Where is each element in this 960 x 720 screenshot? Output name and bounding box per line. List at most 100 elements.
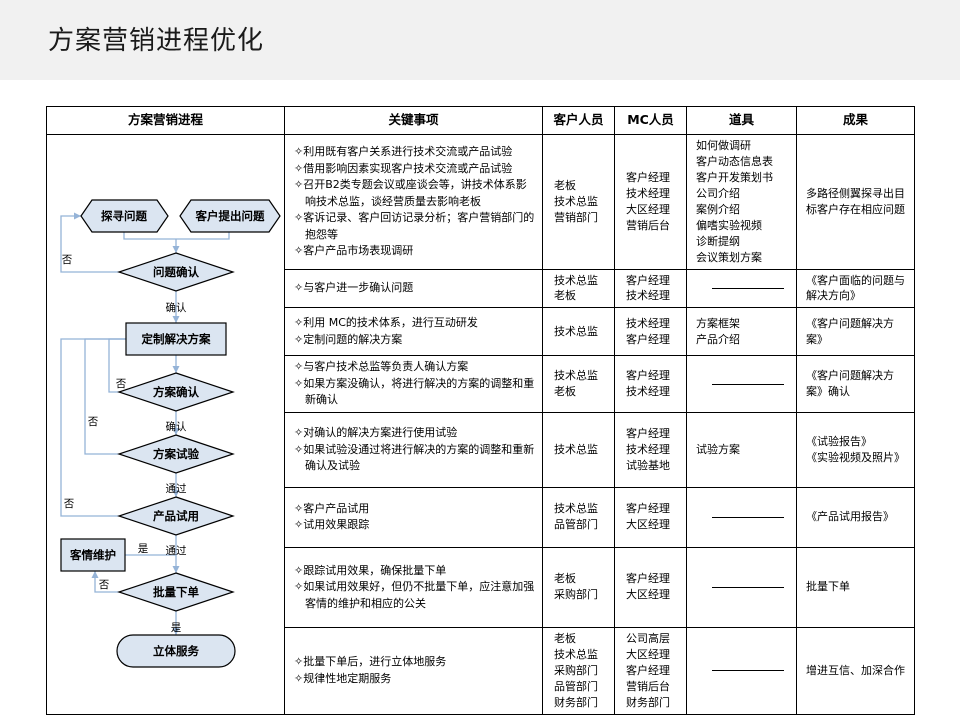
text-line: 《实验视频及照片》 [806,450,905,464]
text-line: 客户经理 [626,426,670,440]
cell-result: 《客户问题解决方案》确认 [796,355,915,413]
bullet-item: ✧跟踪试用效果，确保批量下单 [294,563,447,577]
cell-mc: 客户经理技术经理试验基地 [614,411,687,488]
text-line: 增进互信、加深合作 [806,663,905,677]
cell-result: 《客户问题解决方案》 [796,307,915,357]
flow-node-confirmp-label: 方案确认 [153,385,199,399]
table-row: 探寻问题 客户提出问题 问题确认 定制解决方案 方案确认 方案试验 产品试用 客… [46,134,915,715]
flow-node-custom-label: 定制解决方案 [142,332,211,346]
flowchart-svg: 探寻问题 客户提出问题 问题确认 定制解决方案 方案确认 方案试验 产品试用 客… [60,199,281,668]
text-line: 品管部门 [554,518,598,532]
cell-cust: 技术总监 [542,411,615,488]
cell-result: 《客户面临的问题与解决方向》 [796,268,915,309]
text-line: 技术总监 [554,273,598,287]
text-line: 方案框架 [696,316,740,330]
flow-node-service-label: 立体服务 [153,644,199,658]
text-line: 产品介绍 [696,332,740,346]
text-line: 客户开发策划书 [696,170,773,184]
cell-key: ✧批量下单后，进行立体地服务✧规律性地定期服务 [284,626,543,715]
text-line: 公司介绍 [696,186,740,200]
cell-cust: 老板技术总监采购部门品管部门财务部门 [542,626,615,715]
cell-mc: 技术经理客户经理 [614,307,687,357]
cell-result: 增进互信、加深合作 [796,626,915,715]
cell-key: ✧利用 MC的技术体系，进行互动研发✧定制问题的解决方案 [284,307,543,357]
text-line: 技术经理 [626,186,670,200]
flow-node-explore-label: 探寻问题 [101,209,147,223]
bullet-item: ✧如果方案没确认，将进行解决的方案的调整和重新确认 [294,376,535,407]
text-line: 试验基地 [626,458,670,472]
cell-tools [686,626,797,715]
bullet-item: ✧规律性地定期服务 [294,671,392,685]
table-row: ✧对确认的解决方案进行使用试验 ✧如果试验没通过将进行解决的方案的调整和重新确认及… [47,411,915,488]
text-line: 大区经理 [626,647,670,661]
text-line: 技术总监 [554,194,598,208]
table-row: ✧客户产品试用✧试用效果跟踪技术总监品管部门客户经理大区经理《产品试用报告》 [47,486,915,548]
text-line: 老板 [554,289,576,303]
text-line: 技术总监 [554,442,598,456]
empty-dash [711,586,784,588]
text-line: 案例介绍 [696,202,740,216]
flow-edge-label-yes3: 通过 [166,482,187,495]
cell-tools [686,268,797,309]
cell-tools [686,546,797,628]
cell-key: ✧对确认的解决方案进行使用试验 ✧如果试验没通过将进行解决的方案的调整和重新确认及… [284,411,543,488]
text-line: 技术总监 [554,324,598,338]
bullet-item: ✧客诉记录、客户回访记录分析；客户营销部门的抱怨等 [294,211,535,241]
text-line: 财务部门 [554,695,598,709]
cell-tools: 方案框架产品介绍 [686,307,797,357]
cell-tools [686,355,797,413]
flow-node-bulk-label: 批量下单 [153,585,199,599]
header-key: 关键事项 [284,106,543,135]
text-line: 《客户问题解决方案》确认 [806,369,894,399]
flow-edge-label-no1: 否 [62,254,73,266]
text-line: 采购部门 [554,588,598,602]
text-line: 客户经理 [626,572,670,586]
text-line: 技术经理 [626,442,670,456]
text-line: 大区经理 [626,518,670,532]
text-line: 老板 [554,631,576,645]
bullet-item: ✧利用既有客户关系进行技术交流或产品试验 [294,145,513,158]
text-line: 营销部门 [554,210,598,224]
cell-tools: 如何做调研客户动态信息表客户开发策划书公司介绍案例介绍偏嗜实验视频诊断提纲会议策… [686,134,797,270]
bullet-item: ✧利用 MC的技术体系，进行互动研发 [294,316,478,330]
process-table: 方案营销进程 关键事项 客户人员 MC人员 道具 成果 [46,106,915,715]
flow-edge-label-no2: 否 [116,378,127,390]
flow-node-confirmq-label: 问题确认 [153,265,199,279]
flow-node-maintain-label: 客情维护 [69,548,116,562]
text-line: 品管部门 [554,679,598,693]
text-line: 《试验报告》 [806,434,872,448]
cell-result: 《产品试用报告》 [796,486,915,548]
text-line: 客户经理 [626,170,670,184]
cell-key: ✧跟踪试用效果，确保批量下单✧如果试用效果好，但仍不批量下单，应注意加强客情的维… [284,546,543,628]
text-line: 《客户问题解决方案》 [806,316,894,346]
bullet-item: ✧客户产品试用 [294,501,370,515]
cell-key: ✧客户产品试用✧试用效果跟踪 [284,486,543,548]
cell-mc: 客户经理技术经理 [614,268,687,309]
empty-dash [711,383,784,385]
text-line: 老板 [554,178,576,192]
cell-cust: 老板采购部门 [542,546,615,628]
flow-edge-label-no3: 否 [88,416,99,428]
cell-tools [686,486,797,548]
flow-node-prodtrial-label: 产品试用 [153,509,199,523]
text-line: 《客户面临的问题与解决方向》 [806,273,905,303]
bullet-item: ✧借用影响因素实现客户技术交流或产品试验 [294,161,513,175]
cell-mc: 客户经理大区经理 [614,486,687,548]
text-line: 客户经理 [626,502,670,516]
table-row: ✧与客户技术总监等负责人确认方案 ✧如果方案没确认，将进行解决的方案的调整和重新确… [47,355,915,413]
bullet-item: ✧与客户技术总监等负责人确认方案 [294,360,469,374]
table-row: ✧利用 MC的技术体系，进行互动研发✧定制问题的解决方案技术总监 技术经理客户经理… [47,307,915,357]
flow-edge-label-yes6: 是 [171,622,182,634]
bullet-item: ✧如果试验没通过将进行解决的方案的调整和重新确认及试验 [294,442,535,473]
text-line: 技术经理 [626,316,670,330]
cell-mc: 公司高层大区经理客户经理营销后台财务部门 [614,626,687,715]
text-line: 客户经理 [626,369,670,383]
table-body: 探寻问题 客户提出问题 问题确认 定制解决方案 方案确认 方案试验 产品试用 客… [46,134,915,715]
text-line: 大区经理 [626,202,670,216]
bullet-item: ✧对确认的解决方案进行使用试验 [294,426,458,440]
flow-edge-label-yes2: 确认 [166,420,187,433]
header-mc: MC人员 [614,106,687,135]
empty-dash [711,287,784,289]
text-line: 大区经理 [626,588,670,602]
